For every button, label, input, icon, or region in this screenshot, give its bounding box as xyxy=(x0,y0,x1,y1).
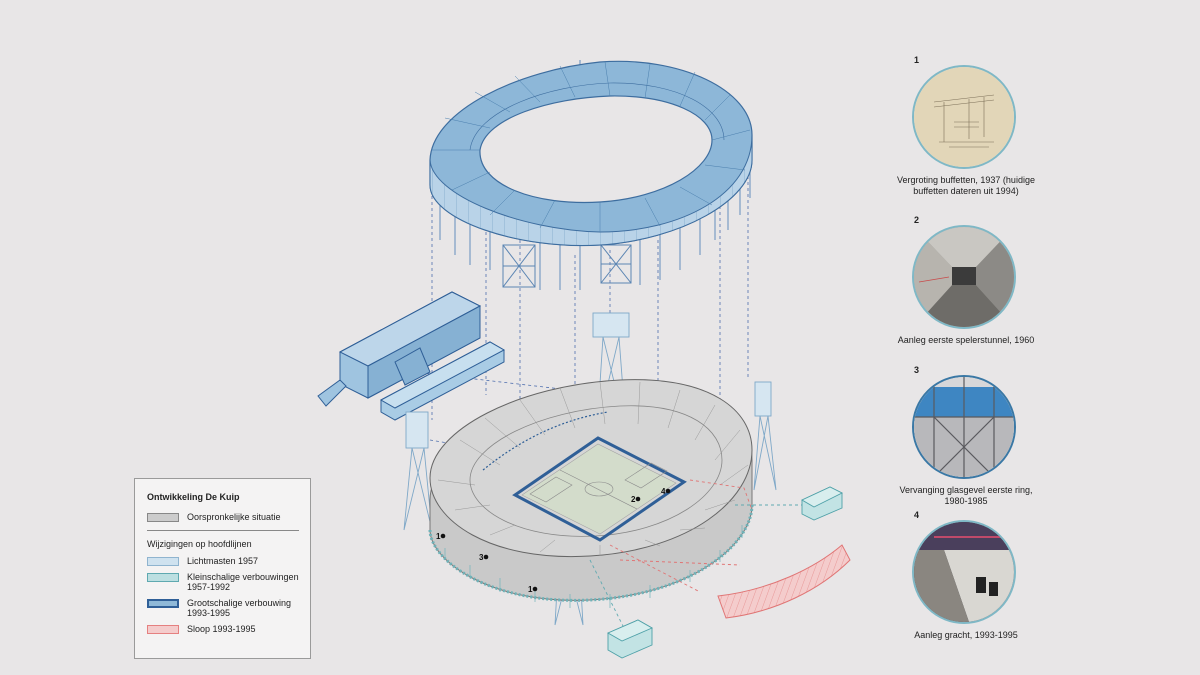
demolished-stand xyxy=(717,544,851,619)
legend-changes-header: Wijzigingen op hoofdlijnen xyxy=(147,539,252,549)
marker-2: 2 xyxy=(631,495,636,504)
caption-2: Aanleg eerste spelerstunnel, 1960 xyxy=(897,335,1035,345)
caption-3: Vervanging glasgevel eerste ring, 1980-1… xyxy=(899,485,1033,506)
legend-row-large-renovation: Grootschalige verbouwing 1993-1995 xyxy=(147,598,310,618)
legend-row-demolition: Sloop 1993-1995 xyxy=(147,624,310,634)
legend-label-floodlights: Lichtmasten 1957 xyxy=(187,556,259,566)
legend-label-demolition: Sloop 1993-1995 xyxy=(187,624,256,634)
legend-divider xyxy=(147,530,299,531)
legend-row-floodlights: Lichtmasten 1957 xyxy=(147,556,310,566)
legend-row-original: Oorspronkelijke situatie xyxy=(147,512,310,522)
legend: Ontwikkeling De Kuip Oorspronkelijke sit… xyxy=(134,478,311,659)
stadium-exploded-axonometric: 1 2 3 4 1 xyxy=(317,60,851,659)
swatch-floodlights xyxy=(147,557,179,566)
panel-number: 2 xyxy=(914,215,920,225)
legend-row-small-renovations: Kleinschalige verbouwingen 1957-1992 xyxy=(147,572,310,592)
main-building xyxy=(317,291,506,421)
panel-number: 4 xyxy=(914,510,920,520)
stadium-bowl xyxy=(428,379,805,631)
legend-label-small-renovations: Kleinschalige verbouwingen 1957-1992 xyxy=(187,572,299,592)
detail-markers: 1 2 3 4 1 xyxy=(436,487,671,594)
photo-buffet-drawing xyxy=(912,65,1016,169)
panel-number: 1 xyxy=(914,55,920,65)
photo-player-tunnel xyxy=(912,225,1016,329)
caption-4: Aanleg gracht, 1993-1995 xyxy=(914,630,1018,640)
roof-ring xyxy=(429,60,753,290)
swatch-small-renovations xyxy=(147,573,179,582)
legend-title: Ontwikkeling De Kuip xyxy=(147,492,240,502)
legend-label-original: Oorspronkelijke situatie xyxy=(187,512,281,522)
photo-glass-facade xyxy=(912,375,1016,479)
marker-4: 4 xyxy=(661,487,666,496)
swatch-large-renovation xyxy=(147,599,179,608)
legend-label-large-renovation: Grootschalige verbouwing 1993-1995 xyxy=(187,598,292,618)
marker-1b: 1 xyxy=(528,585,533,594)
marker-1a: 1 xyxy=(436,532,441,541)
marker-3: 3 xyxy=(479,553,484,562)
panel-number: 3 xyxy=(914,365,920,375)
small-additions xyxy=(606,486,844,659)
caption-1: Vergroting buffetten, 1937 (huidige buff… xyxy=(897,175,1035,196)
swatch-demolition xyxy=(147,625,179,634)
swatch-original xyxy=(147,513,179,522)
photo-moat xyxy=(912,520,1016,624)
